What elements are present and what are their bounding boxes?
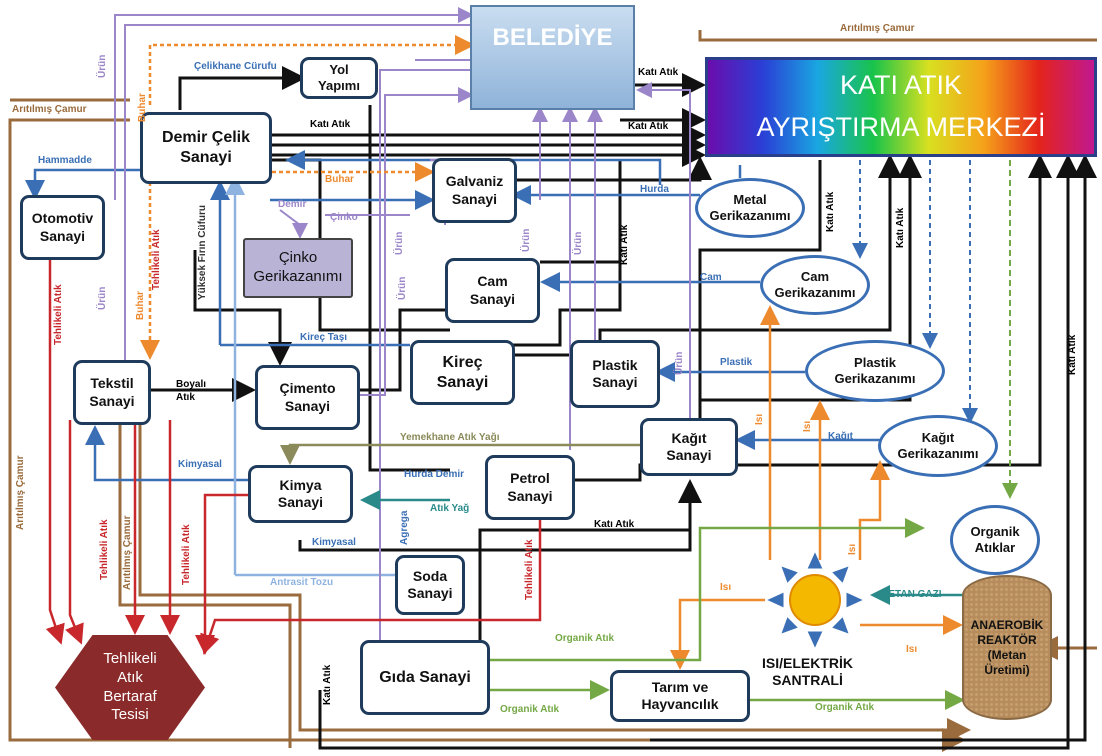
edge-label: Kimyasal xyxy=(312,537,356,548)
santral-label: ISI/ELEKTRİK SANTRALİ xyxy=(761,654,853,689)
edge-label: Boyalı Atık xyxy=(176,379,207,403)
edge-label: Plastik xyxy=(720,357,753,368)
kimya-node: Kimya Sanayi xyxy=(248,465,353,523)
edge-label: Isı xyxy=(802,420,813,432)
edge-label: Katı Atık xyxy=(322,664,333,705)
edge-label: Katı Atık xyxy=(895,207,906,248)
edge-label: Buhar xyxy=(325,174,354,185)
edge-label: Isı xyxy=(720,582,732,593)
edge-label: Isı xyxy=(847,543,858,555)
belediye-label: BELEDİYE xyxy=(492,24,613,51)
edge-label: Arıtılmış Çamur xyxy=(840,23,915,34)
kati-atik-subtitle: AYRIŞTIRMA MERKEZİ xyxy=(756,112,1046,142)
metal-gerikazanimi-node: Metal Gerikazanımı xyxy=(695,178,805,238)
edge-label: Arıtılmış Çamur xyxy=(15,455,26,530)
petrol-node: Petrol Sanayi xyxy=(485,455,575,520)
edge-label: Hammadde xyxy=(38,155,92,166)
edge-label: Katı Atık xyxy=(594,519,635,530)
tarim-node: Tarım ve Hayvancılık xyxy=(610,670,750,722)
edge-label: METAN GAZI xyxy=(880,589,942,600)
plastik-sanayi-node: Plastik Sanayi xyxy=(570,340,660,408)
edge-label: Hurda xyxy=(640,184,669,195)
demir-celik-node: Demir Çelik Sanayi xyxy=(140,112,272,184)
edge-label: Katı Atık xyxy=(825,191,836,232)
edge-label: Demir xyxy=(278,199,307,210)
edge-label: Antrasit Tozu xyxy=(270,577,334,588)
edge-label: Ürün xyxy=(674,351,685,375)
cam-gerikazanimi-node: Cam Gerikazanımı xyxy=(760,255,870,315)
edge-label: Kağıt xyxy=(828,431,853,442)
kagit-sanayi-node: Kağıt Sanayi xyxy=(640,418,738,476)
edge-label: Kimyasal xyxy=(178,459,222,470)
kirec-node: Kireç Sanayi xyxy=(410,340,515,405)
organik-atiklar-node: Organik Atıklar xyxy=(950,505,1040,575)
edge-label: Arıtılmış Çamur xyxy=(12,104,87,115)
edge-label: Arıtılmış Çamur xyxy=(122,515,133,590)
edge-label: Hurda Demir xyxy=(404,469,465,480)
tehlikeli-atik-bertaraf-node: Tehlikeli Atık Bertaraf Tesisi xyxy=(55,635,205,740)
edge-label: Atık Yağ xyxy=(430,503,470,514)
otomotiv-node: Otomotiv Sanayi xyxy=(20,195,105,260)
edge-label: Ürün xyxy=(521,228,532,252)
edge-label: Ürün xyxy=(394,231,405,255)
edge-label: Çinko xyxy=(330,212,358,223)
belediye-node: BELEDİYE xyxy=(470,5,635,110)
edge-label: Cam xyxy=(700,272,722,283)
edge-label: Isı xyxy=(754,413,765,425)
anaerobik-reaktor-node: ANAEROBİK REAKTÖR (Metan Üretimi) xyxy=(962,575,1052,720)
tekstil-node: Tekstil Sanayi xyxy=(73,360,151,425)
cimento-node: Çimento Sanayi xyxy=(255,365,360,430)
edge-label: Ürün xyxy=(573,231,584,255)
edge-label: Katı Atık xyxy=(628,121,669,132)
kati-atik-title: KATI ATIK xyxy=(839,70,963,101)
edge-label: Organik Atık xyxy=(815,702,875,713)
edge-label: Katı Atık xyxy=(619,224,630,265)
edge-label: Tehlikeli Atık xyxy=(524,539,535,600)
yol-yapimi-node: Yol Yapımı xyxy=(300,57,378,99)
edge-label: Yüksek Fırın Cüfuru xyxy=(197,204,208,300)
soda-node: Soda Sanayi xyxy=(395,555,465,615)
edge-label: Katı Atık xyxy=(1067,334,1078,375)
edge-label: Ürün xyxy=(97,54,108,78)
edge-label: Agrega xyxy=(399,510,410,545)
edge-label: Katı Atık xyxy=(310,119,351,130)
gida-node: Gıda Sanayi xyxy=(360,640,490,715)
kati-atik-merkezi-node: KATI ATIK AYRIŞTIRMA MERKEZİ xyxy=(705,57,1097,157)
edge-label: Organik Atık xyxy=(555,633,615,644)
edge-label: Isı xyxy=(906,644,918,655)
kagit-gerikazanimi-node: Kağıt Gerikazanımı xyxy=(878,415,998,477)
galvaniz-node: Galvaniz Sanayi xyxy=(432,158,517,223)
edge-label: Yemekhane Atık Yağı xyxy=(400,432,500,443)
edge-label: Katı Atık xyxy=(638,67,679,78)
plastik-gerikazanimi-node: Plastik Gerikazanımı xyxy=(805,340,945,402)
edge-label: Ürün xyxy=(97,286,108,310)
cinko-gerikazanimi-node: Çinko Gerikazanımı xyxy=(243,238,353,298)
edge-label: Buhar xyxy=(135,291,146,320)
edge-label: Organik Atık xyxy=(500,704,560,715)
edge-label: Buhar xyxy=(137,93,148,122)
sun-icon xyxy=(767,552,863,648)
edge-label: Kireç Taşı xyxy=(300,332,348,343)
edge-label: Tehlikeli Atık xyxy=(53,284,64,345)
edge-label: Ürün xyxy=(397,276,408,300)
edge-label: Çelikhane Cürufu xyxy=(194,61,277,72)
edge-label: Tehlikeli Atık xyxy=(151,229,162,290)
cam-sanayi-node: Cam Sanayi xyxy=(445,258,540,323)
edge-label: Tehlikeli Atık xyxy=(99,519,110,580)
edge-label: Tehlikeli Atık xyxy=(181,524,192,585)
